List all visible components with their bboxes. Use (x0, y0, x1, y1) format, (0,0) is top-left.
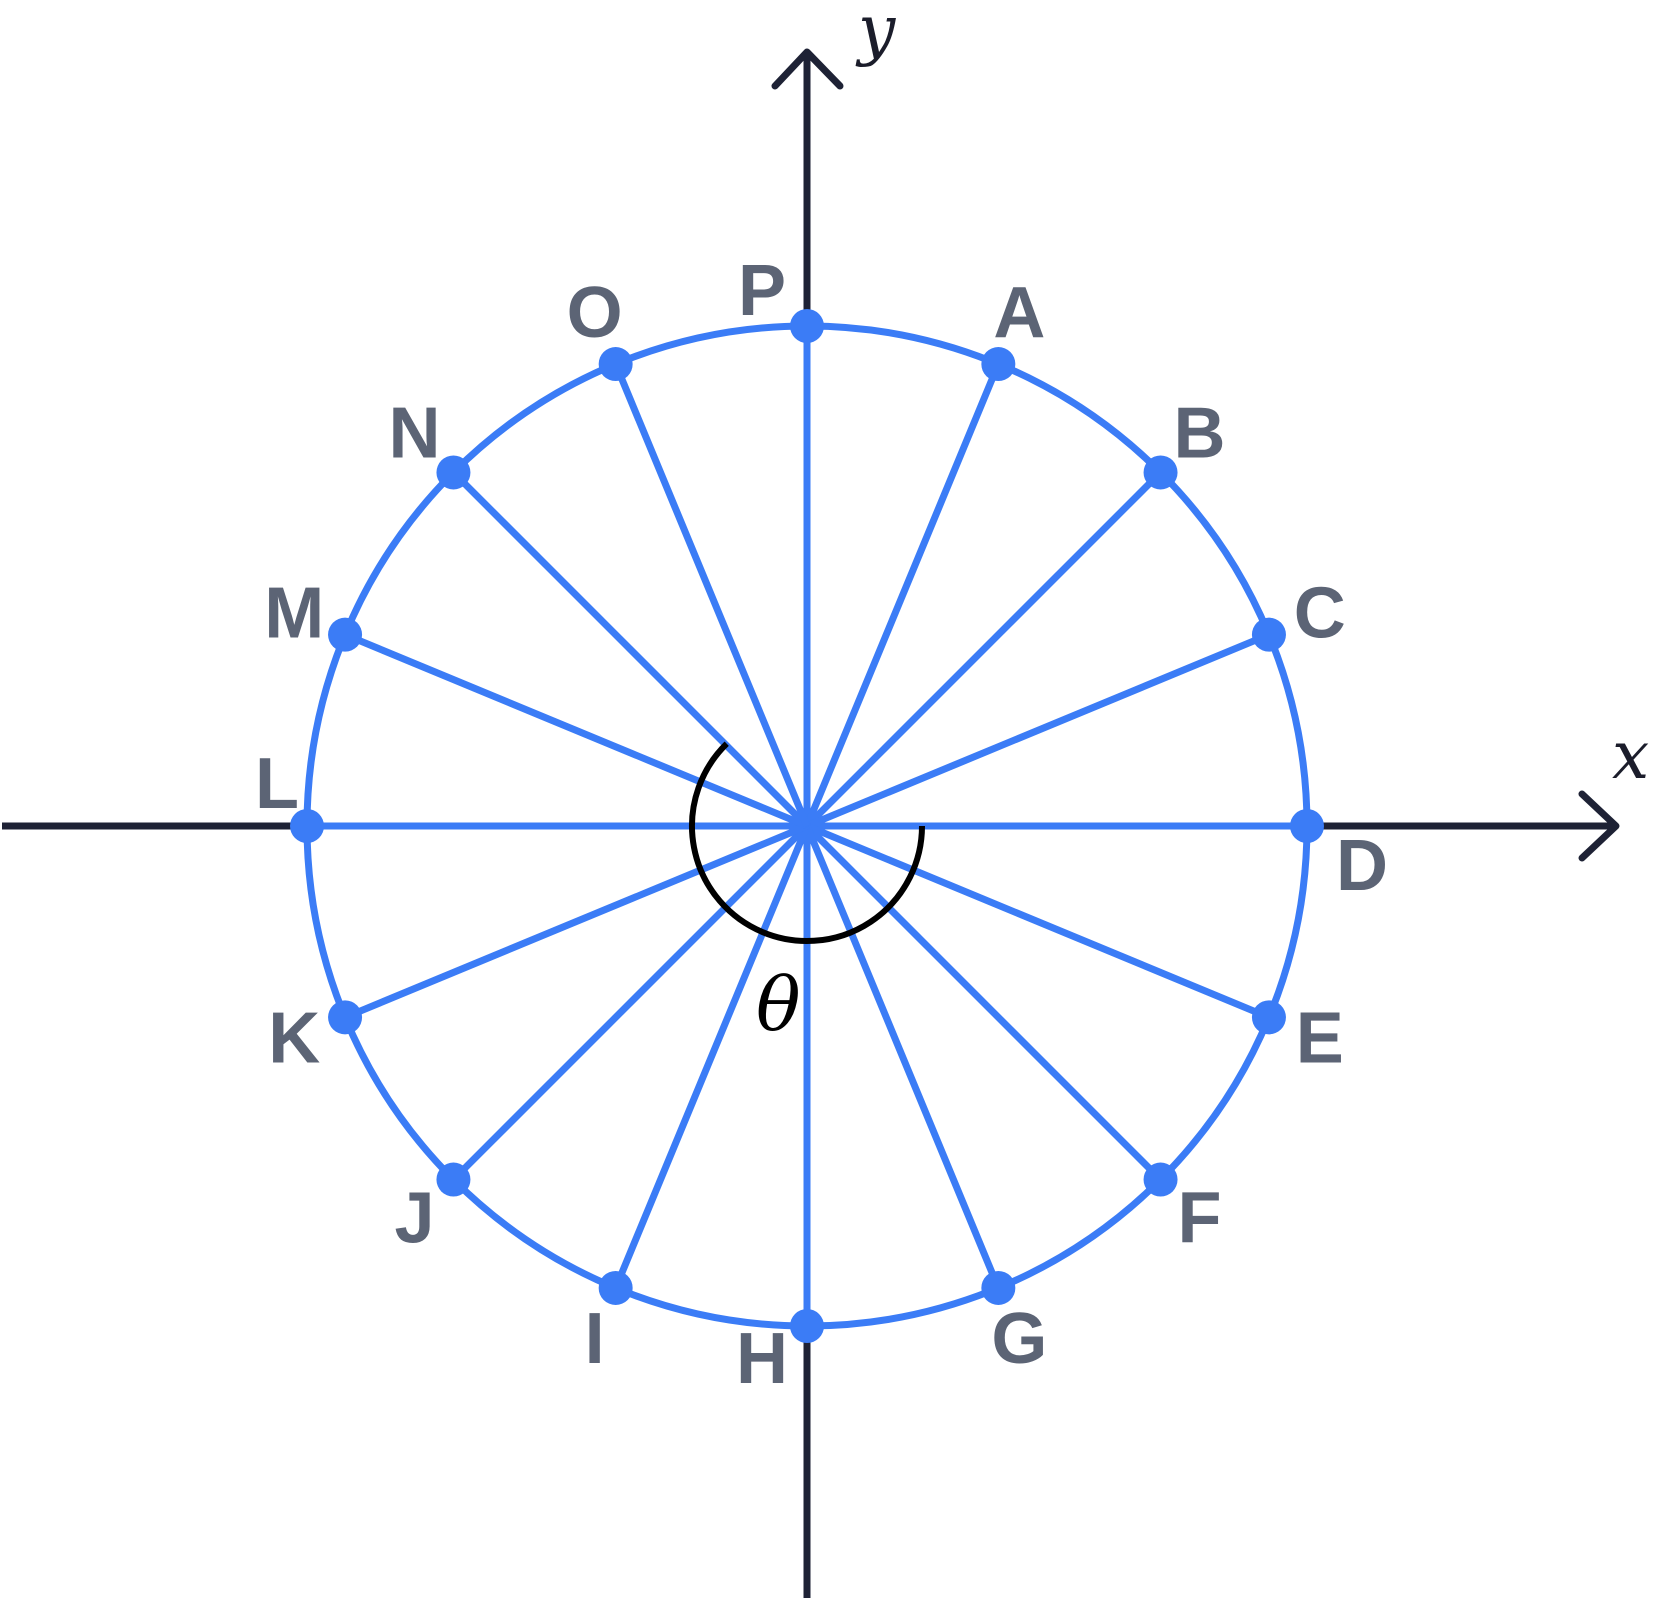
point-o (598, 347, 633, 382)
spoke-n (450, 469, 810, 829)
point-labels: P A B C D E F G H I J K L M N O (255, 251, 1388, 1399)
point-c (1251, 617, 1286, 652)
point-b (1143, 455, 1178, 490)
point-label-o: O (567, 273, 623, 353)
spoke-o (612, 362, 811, 828)
y-axis-arrowhead (771, 48, 844, 90)
spoke-j (450, 823, 810, 1183)
spoke-a (803, 362, 1002, 828)
x-axis-label: x (1612, 717, 1649, 794)
point-label-i: I (585, 1299, 605, 1379)
point-p (790, 309, 824, 343)
point-l (290, 809, 324, 843)
point-d (1290, 809, 1324, 843)
point-label-m: M (264, 574, 324, 654)
y-axis-label: y (855, 0, 896, 68)
point-label-b: B (1173, 394, 1225, 474)
point-label-p: P (738, 251, 786, 331)
point-label-d: D (1336, 826, 1388, 906)
point-label-n: N (389, 394, 441, 474)
point-label-h: H (736, 1319, 788, 1399)
spoke-i (612, 824, 811, 1290)
point-g (981, 1270, 1016, 1305)
point-i (598, 1270, 633, 1305)
point-a (981, 347, 1016, 382)
spoke-f (804, 823, 1164, 1183)
point-label-j: J (395, 1178, 435, 1258)
spoke-k (343, 822, 809, 1021)
x-axis-arrowhead (1578, 790, 1620, 862)
point-n (436, 455, 471, 490)
spokes (307, 326, 1307, 1326)
point-f (1143, 1162, 1178, 1197)
point-label-k: K (268, 998, 320, 1078)
point-label-e: E (1296, 998, 1344, 1078)
spoke-m (343, 631, 809, 830)
spoke-c (805, 631, 1271, 830)
point-h (790, 1309, 824, 1343)
point-k (328, 1000, 363, 1035)
spoke-e (805, 822, 1271, 1021)
angle-label: θ (756, 962, 801, 1048)
spoke-g (803, 824, 1002, 1290)
point-label-l: L (255, 744, 299, 824)
point-label-g: G (991, 1299, 1047, 1379)
point-label-c: C (1294, 574, 1346, 654)
point-e (1251, 1000, 1286, 1035)
spoke-b (804, 469, 1164, 829)
points (290, 309, 1324, 1343)
point-label-f: F (1177, 1178, 1221, 1258)
point-j (436, 1162, 471, 1197)
point-m (328, 617, 363, 652)
point-label-a: A (993, 273, 1045, 353)
angle-arc (689, 741, 925, 944)
